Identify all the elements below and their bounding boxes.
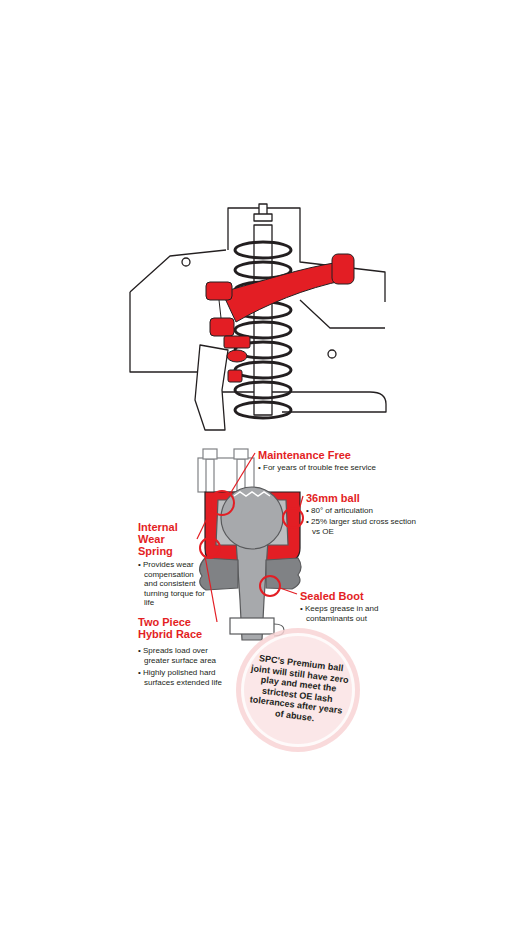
- bolt-hole: [328, 350, 336, 358]
- spring-coil: [235, 362, 291, 378]
- bolt-head: [203, 449, 217, 459]
- steering-knuckle: [195, 345, 228, 430]
- leader-line: [230, 453, 255, 494]
- stud-nut: [228, 370, 242, 382]
- feature-bullet: • Highly polished hard surfaces extended…: [138, 668, 224, 687]
- leader-lines: [197, 453, 303, 622]
- upper-control-arm: [206, 254, 354, 382]
- feature-bullet: • Keeps grease in and contaminants out: [300, 604, 424, 623]
- bolt-hole: [182, 258, 190, 266]
- stamp-center: [244, 636, 352, 744]
- leader-line: [205, 556, 217, 622]
- feature-heading: 36mm ball: [306, 492, 416, 504]
- bolt-head: [234, 449, 248, 459]
- boot: [266, 558, 301, 589]
- feature-bullet: • Provides wear compensation and consist…: [138, 560, 208, 608]
- spring-coil: [235, 382, 291, 398]
- leader-line: [197, 508, 212, 539]
- ball-joint-cutaway: [198, 449, 303, 640]
- feature-bullet: • For years of trouble free service: [258, 463, 432, 473]
- feature-heading: Internal Wear Spring: [138, 521, 194, 557]
- frame-rail: [300, 300, 385, 328]
- ball-joint: [224, 336, 250, 348]
- stamp-ring: [236, 628, 360, 752]
- arm-bushing: [332, 254, 354, 284]
- bolt-shaft: [206, 459, 214, 493]
- feature-bullet: • 25% larger stud cross section vs OE: [306, 517, 422, 536]
- ball-joint-boot: [227, 350, 247, 362]
- arm-body: [222, 262, 346, 322]
- body-panel: [130, 292, 198, 372]
- feature-bullet: • 80° of articulation: [306, 506, 422, 516]
- stamp-gap: [241, 633, 355, 747]
- callout-circles: [200, 491, 303, 596]
- callout-circle: [283, 508, 303, 528]
- arm-bushing: [210, 318, 234, 336]
- wear-spring: [234, 492, 270, 496]
- stamp-text: SPC's Premium ball joint will still have…: [245, 652, 352, 727]
- coil-spring: [235, 242, 291, 418]
- spring-coil: [235, 402, 291, 418]
- callout-circle: [210, 491, 234, 515]
- spring-coil: [235, 242, 291, 258]
- leader-line: [299, 496, 303, 510]
- mount-plate: [198, 458, 254, 492]
- callout-circle: [200, 538, 220, 558]
- boot: [200, 558, 238, 590]
- shock-body: [254, 225, 272, 415]
- ball: [221, 487, 283, 549]
- arm-bushing: [206, 282, 232, 300]
- seal-stamp: SPC's Premium ball joint will still have…: [235, 627, 361, 753]
- shock-nut: [254, 214, 272, 221]
- callout-circle: [260, 576, 280, 596]
- feature-heading: Maintenance Free: [258, 449, 418, 461]
- leader-line: [280, 588, 297, 594]
- feature-bullet: • Spreads load over greater surface area: [138, 646, 224, 665]
- suspension-illustration: [130, 204, 386, 430]
- pivot-bolt: [219, 300, 221, 318]
- feature-heading: Two Piece Hybrid Race: [138, 616, 214, 640]
- castle-nut: [230, 618, 274, 634]
- feature-heading: Sealed Boot: [300, 590, 415, 602]
